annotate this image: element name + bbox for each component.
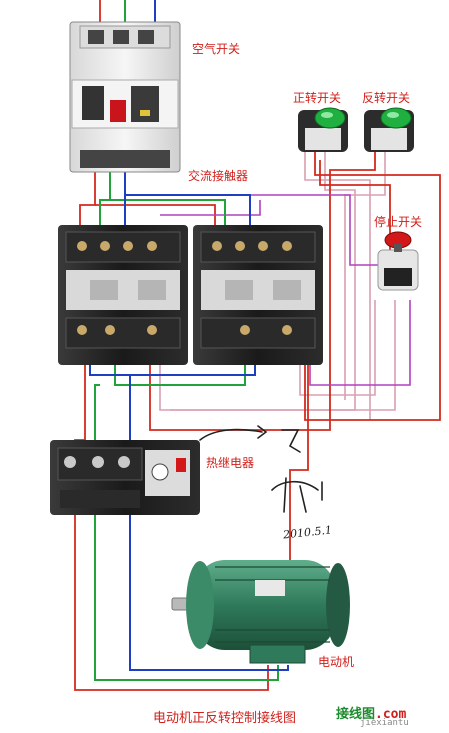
watermark-brand-en: .com [375, 707, 407, 722]
label-contactor: 交流接触器 [188, 169, 249, 183]
watermark-logo: 接线图.com [336, 703, 406, 722]
diagram-caption: 电动机正反转控制接线图 [152, 711, 296, 726]
label-stop-switch: 停止开关 [374, 215, 423, 229]
watermark-sub: jiexiantu [360, 718, 409, 728]
label-thermal-relay: 热继电器 [206, 456, 255, 470]
watermark-brand-cn: 接线图 [336, 707, 376, 722]
contactor-right [193, 225, 323, 365]
reverse-button [364, 107, 414, 152]
handwritten-sketch [199, 425, 323, 513]
motor [171, 560, 350, 664]
thermal-relay [50, 440, 200, 515]
air-switch [69, 21, 181, 173]
label-air-switch: 空气开关 [192, 42, 241, 56]
label-forward-switch: 正转开关 [293, 91, 342, 105]
contactor-left [58, 225, 188, 365]
label-reverse-switch: 反转开关 [362, 91, 411, 105]
forward-button [298, 107, 348, 152]
control-wires-red [74, 0, 441, 691]
stop-button [377, 231, 419, 291]
control-wires-purple [160, 194, 411, 386]
control-wires-pink [159, 150, 396, 420]
label-motor: 电动机 [318, 655, 355, 669]
